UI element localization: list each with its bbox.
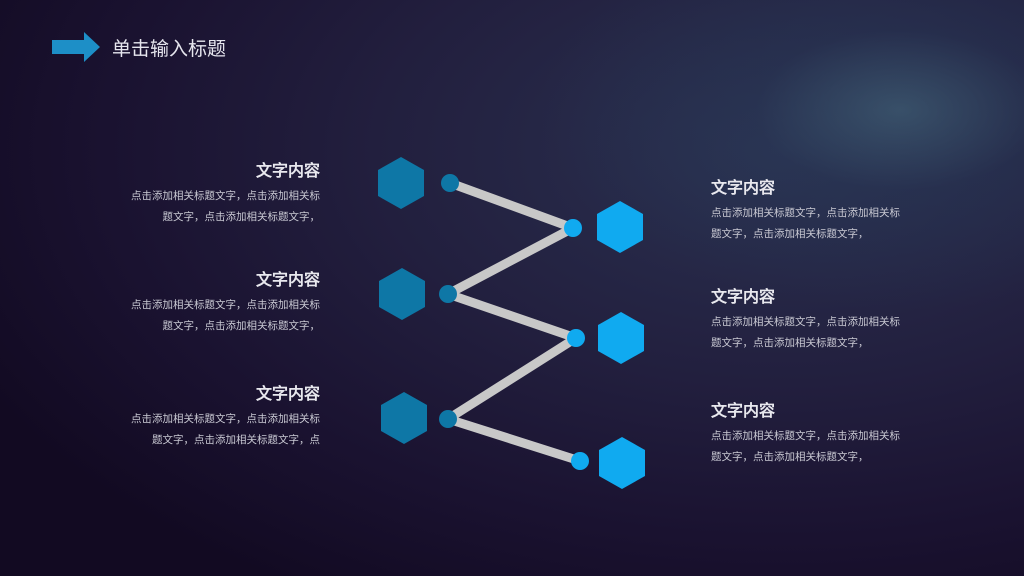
hexagon-icon [378,157,424,209]
item-body[interactable]: 点击添加相关标题文字，点击添加相关标题文字，点击添加相关标题文字， [711,316,900,349]
node-dot [439,410,457,428]
right-item-2: 文字内容 点击添加相关标题文字，点击添加相关标题文字，点击添加相关标题文字， [711,286,911,354]
left-item-3: 文字内容 点击添加相关标题文字，点击添加相关标题文字，点击添加相关标题文字，点 [120,383,320,451]
item-body[interactable]: 点击添加相关标题文字，点击添加相关标题文字，点击添加相关标题文字， [131,299,320,332]
item-heading[interactable]: 文字内容 [255,270,320,289]
item-heading[interactable]: 文字内容 [711,401,776,420]
page-title[interactable]: 单击输入标题 [112,37,227,60]
left-item-2: 文字内容 点击添加相关标题文字，点击添加相关标题文字，点击添加相关标题文字， [120,269,320,337]
connector-line [445,178,578,233]
arrow-icon [52,32,100,62]
node-dot [567,329,585,347]
item-heading[interactable]: 文字内容 [711,287,776,306]
item-heading[interactable]: 文字内容 [255,161,320,180]
item-body[interactable]: 点击添加相关标题文字，点击添加相关标题文字，点击添加相关标题文字， [711,207,900,240]
item-body[interactable]: 点击添加相关标题文字，点击添加相关标题文字，点击添加相关标题文字，点 [131,413,320,446]
left-dots [439,174,459,428]
header: 单击输入标题 [52,32,226,62]
connector-line [443,289,581,343]
left-hexagons [378,157,427,444]
node-dot [439,285,457,303]
hexagon-icon [597,201,643,253]
node-dot [564,219,582,237]
item-body[interactable]: 点击添加相关标题文字，点击添加相关标题文字，点击添加相关标题文字， [711,430,900,463]
item-heading[interactable]: 文字内容 [711,178,776,197]
item-body[interactable]: 点击添加相关标题文字，点击添加相关标题文字，点击添加相关标题文字， [131,190,320,223]
right-item-1: 文字内容 点击添加相关标题文字，点击添加相关标题文字，点击添加相关标题文字， [711,177,911,245]
hexagon-icon [599,437,645,489]
connector-line [443,333,581,424]
hexagon-icon [598,312,644,364]
node-dot [571,452,589,470]
item-heading[interactable]: 文字内容 [255,384,320,403]
node-dot [441,174,459,192]
right-hexagons [597,201,645,489]
hexagon-icon [379,268,425,320]
connector-lines [443,178,585,466]
right-item-3: 文字内容 点击添加相关标题文字，点击添加相关标题文字，点击添加相关标题文字， [711,400,911,468]
connector-line [443,223,578,299]
hexagon-icon [381,392,427,444]
right-dots [564,219,589,470]
connector-line [443,414,585,466]
left-item-1: 文字内容 点击添加相关标题文字，点击添加相关标题文字，点击添加相关标题文字， [120,160,320,228]
